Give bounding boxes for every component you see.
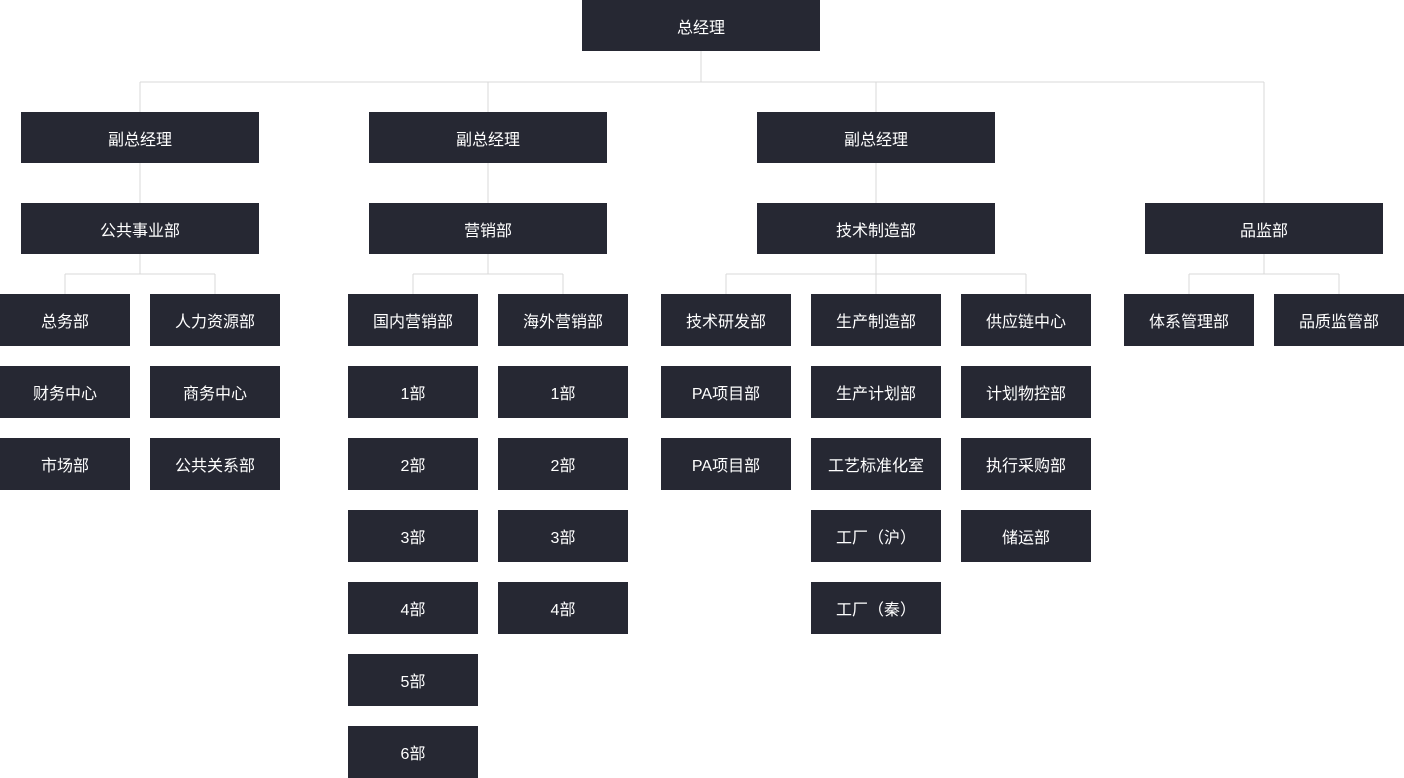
node-dept: 计划物控部 [961, 366, 1091, 418]
node-dept: 海外营销部 [498, 294, 628, 346]
node-dept: 技术研发部 [661, 294, 791, 346]
node-dept: 储运部 [961, 510, 1091, 562]
node-vp-3: 副总经理 [757, 112, 995, 163]
node-dept: 公共关系部 [150, 438, 280, 490]
node-dept: 国内营销部 [348, 294, 478, 346]
node-general-manager: 总经理 [582, 0, 820, 51]
node-division-marketing: 营销部 [369, 203, 607, 254]
node-dept: 3部 [348, 510, 478, 562]
node-dept: 4部 [498, 582, 628, 634]
node-dept: 生产制造部 [811, 294, 941, 346]
node-dept: 2部 [498, 438, 628, 490]
node-dept: PA项目部 [661, 366, 791, 418]
node-division-quality: 品监部 [1145, 203, 1383, 254]
node-dept: 执行采购部 [961, 438, 1091, 490]
node-dept: 市场部 [0, 438, 130, 490]
node-dept: 3部 [498, 510, 628, 562]
node-dept: 生产计划部 [811, 366, 941, 418]
node-dept: 供应链中心 [961, 294, 1091, 346]
node-dept: 财务中心 [0, 366, 130, 418]
node-dept: 6部 [348, 726, 478, 778]
node-dept: 体系管理部 [1124, 294, 1254, 346]
node-dept: 商务中心 [150, 366, 280, 418]
node-division-public: 公共事业部 [21, 203, 259, 254]
node-dept: 5部 [348, 654, 478, 706]
node-dept: 工厂（秦） [811, 582, 941, 634]
node-vp-1: 副总经理 [21, 112, 259, 163]
node-vp-2: 副总经理 [369, 112, 607, 163]
node-dept: 人力资源部 [150, 294, 280, 346]
node-dept: 2部 [348, 438, 478, 490]
node-dept: 工厂（沪） [811, 510, 941, 562]
node-division-tech: 技术制造部 [757, 203, 995, 254]
node-dept: 总务部 [0, 294, 130, 346]
node-dept: 4部 [348, 582, 478, 634]
node-dept: 1部 [498, 366, 628, 418]
node-dept: 品质监管部 [1274, 294, 1404, 346]
node-dept: 1部 [348, 366, 478, 418]
node-dept: 工艺标准化室 [811, 438, 941, 490]
node-dept: PA项目部 [661, 438, 791, 490]
